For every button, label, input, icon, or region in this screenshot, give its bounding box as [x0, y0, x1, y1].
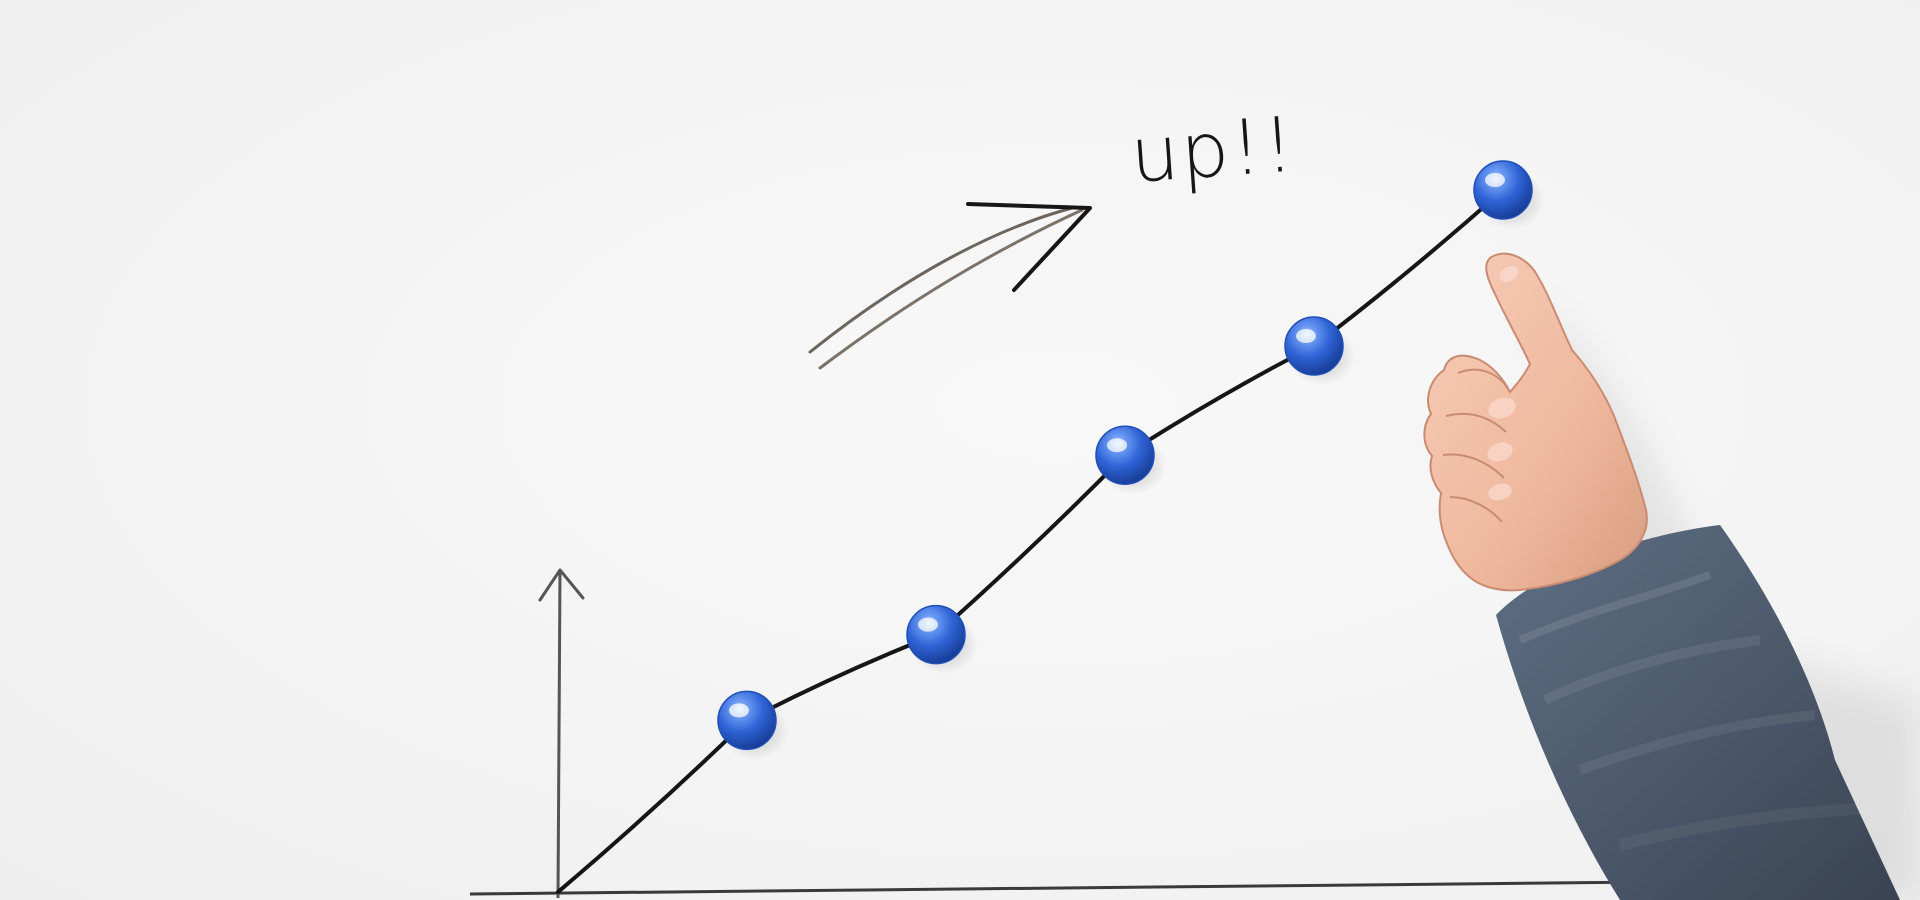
data-markers: [717, 160, 1545, 761]
y-axis: [556, 569, 562, 899]
handwritten-up-text: up!!: [1127, 99, 1299, 200]
magnet-pin-icon-4: [1284, 316, 1344, 376]
marker-highlight-3: [1107, 438, 1127, 453]
trend-arrow-icon: [808, 202, 1092, 370]
marker-highlight-4: [1296, 329, 1316, 343]
x-axis: [469, 880, 1651, 896]
magnet-pin-icon-2: [906, 604, 966, 665]
magnet-pin-icon-3: [1095, 425, 1155, 485]
trend-line: [556, 188, 1505, 894]
pointing-hand: [1423, 252, 1648, 592]
magnet-pin-icon-5: [1473, 160, 1533, 220]
sweater-sleeve: [1496, 525, 1900, 900]
marker-highlight-2: [918, 617, 938, 632]
trend-line-path: [556, 188, 1505, 894]
marker-highlight-1: [729, 703, 749, 718]
magnet-pin-icon-1: [717, 690, 777, 751]
up-arrow-icon: [538, 568, 585, 602]
marker-highlight-5: [1485, 173, 1505, 187]
axes: [469, 568, 1651, 899]
